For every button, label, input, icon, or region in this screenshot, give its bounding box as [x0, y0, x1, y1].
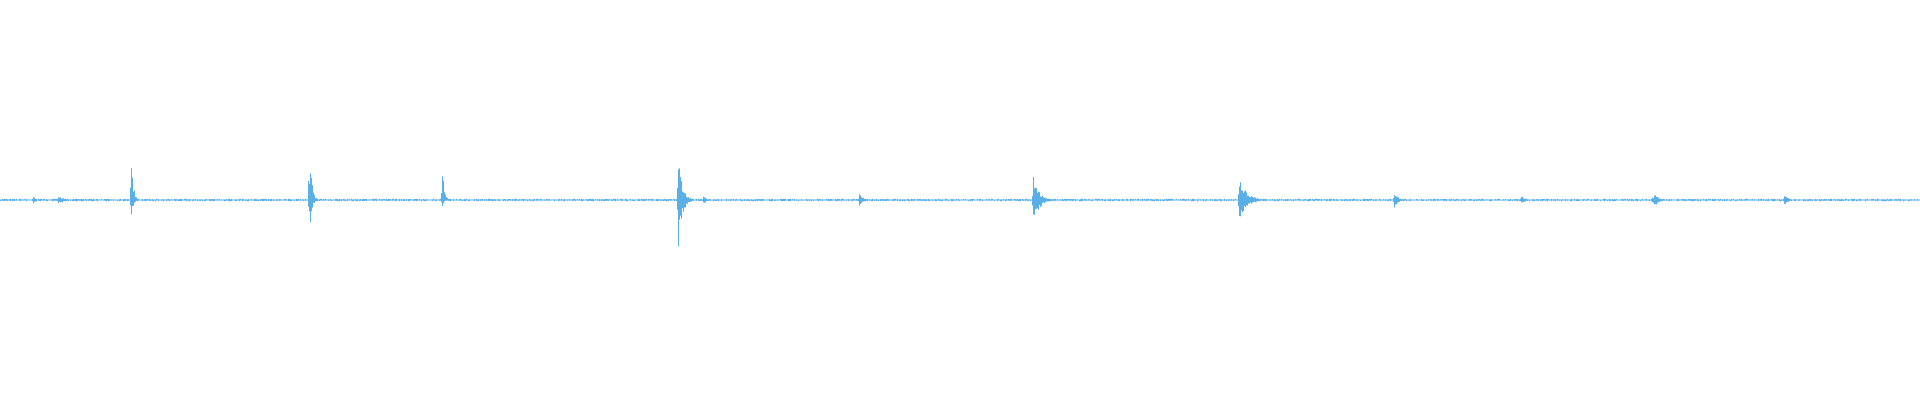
waveform-samples	[0, 168, 1918, 247]
